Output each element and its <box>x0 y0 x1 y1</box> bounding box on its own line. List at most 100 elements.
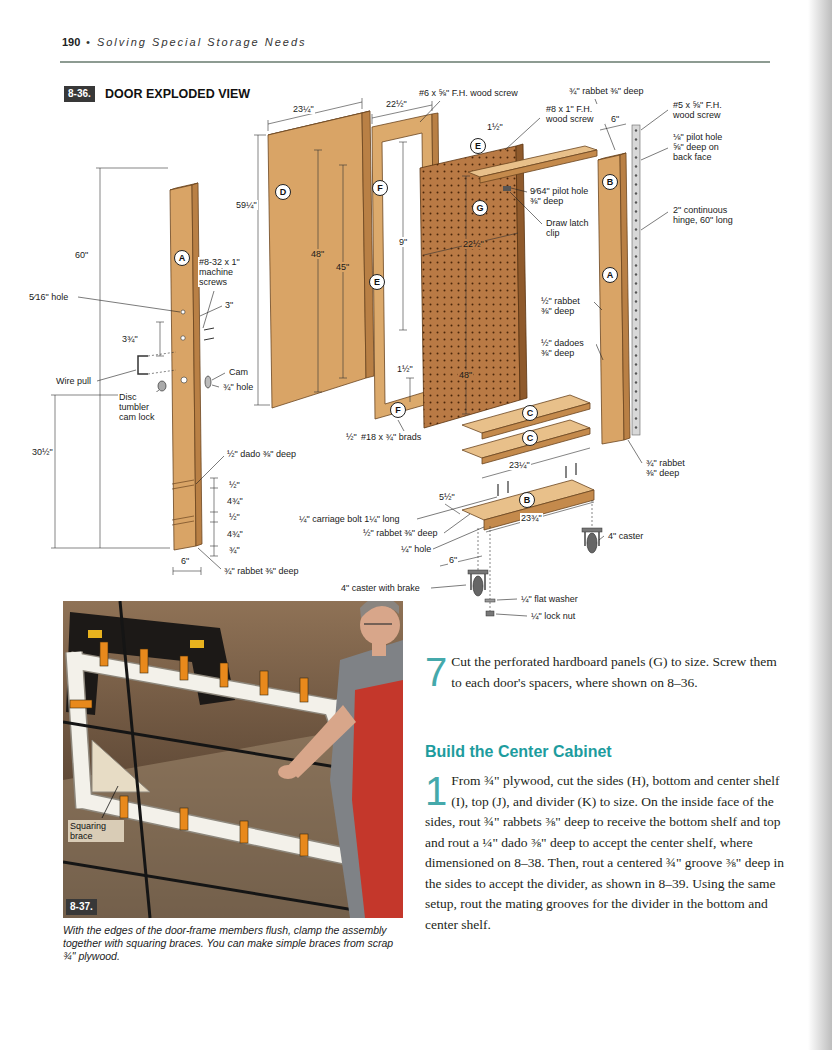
dimension-line <box>210 488 218 489</box>
left-stile <box>170 183 202 550</box>
draw-latch-clip <box>503 186 511 191</box>
dimension-line <box>399 330 407 331</box>
photo <box>63 601 403 918</box>
callout-text: A <box>179 253 186 263</box>
bottom-board <box>462 463 594 530</box>
part-callout: C <box>522 405 538 421</box>
caster <box>582 528 602 532</box>
lock-hardware <box>158 381 166 391</box>
leader-line <box>641 148 668 160</box>
dimension-line <box>96 548 170 549</box>
left-stile <box>172 485 194 489</box>
callout-label: 48" <box>458 370 473 380</box>
part-callout: D <box>275 184 291 200</box>
top-rail-piece <box>480 150 597 183</box>
callout-label: ½" <box>228 480 241 490</box>
leader-line <box>599 536 604 540</box>
callout-label: ¼" flat washer <box>520 594 579 604</box>
callout-label: Draw latch clip <box>545 218 592 238</box>
text-block: 1From ¾" plywood, cut the sides (H), bot… <box>425 771 787 935</box>
caster <box>486 611 494 616</box>
dimension-line <box>96 168 168 169</box>
lock-hardware <box>204 328 214 330</box>
step-number: 1 <box>425 772 447 810</box>
top-rail-piece <box>468 146 597 177</box>
dimension-line <box>362 98 363 109</box>
left-stile <box>181 310 185 314</box>
door-panel <box>268 113 366 408</box>
leader-line <box>198 548 221 569</box>
callout-label: 30½" <box>31 447 54 457</box>
leader-line <box>196 456 224 484</box>
caster <box>592 500 593 528</box>
callout-label: ½" rabbet ⅜" deep <box>540 296 592 316</box>
leader-line <box>97 370 136 381</box>
dimension-line <box>318 150 319 392</box>
dimension-line <box>173 571 201 572</box>
callout-text: F <box>395 405 401 415</box>
bottom-board <box>507 481 508 493</box>
dimension-line <box>406 378 414 379</box>
callout-label: 23¾" <box>520 513 543 523</box>
continuous-hinge <box>632 125 640 435</box>
dimension-line <box>51 548 96 549</box>
lock-hardware <box>148 370 176 374</box>
callout-label: 3¾" <box>121 334 139 344</box>
leader-line <box>641 212 668 230</box>
callout-text: E <box>475 141 481 151</box>
callout-label: #5 x ⅝" F.H. wood screw <box>672 100 744 120</box>
figure-number: 8-36. <box>64 86 95 102</box>
leader-line <box>78 99 668 616</box>
figure-caption: With the edges of the door-frame members… <box>63 924 403 963</box>
photo <box>300 678 308 702</box>
part-callout: G <box>472 200 488 216</box>
caster <box>587 533 597 553</box>
callout-label: Disc tumbler cam lock <box>118 392 164 422</box>
continuous-hinge <box>632 125 640 435</box>
leader-line <box>628 440 642 463</box>
photo <box>278 765 298 779</box>
callout-label: ¼" carriage bolt 1¼" long <box>298 514 400 524</box>
leader-line <box>212 385 219 387</box>
callout-label: 45" <box>335 262 350 272</box>
photo <box>300 834 308 856</box>
callout-text: G <box>476 203 483 213</box>
callout-label: 1½" <box>396 364 414 374</box>
dimension-line <box>462 414 470 415</box>
shelf-board <box>462 395 590 464</box>
dimension-line <box>600 124 626 130</box>
shelf-board <box>482 428 590 464</box>
callout-label: #8 x 1" F.H. wood screw <box>545 104 605 124</box>
caster <box>468 500 602 618</box>
right-stile <box>598 153 630 444</box>
lock-hardware <box>205 376 211 388</box>
top-rail-piece <box>468 146 597 191</box>
callout-label: 9" <box>398 237 408 247</box>
callout-label: Cam <box>228 367 249 377</box>
leader-line <box>78 297 180 312</box>
running-head: • Solving Special Storage Needs <box>86 36 307 49</box>
part-callout: B <box>519 492 535 508</box>
leader-line <box>200 306 222 316</box>
page-edge-shadow <box>808 0 832 1050</box>
part-callout: A <box>174 250 190 266</box>
caster <box>478 528 479 570</box>
dimension-line <box>462 176 470 177</box>
callout-label: ¾" <box>228 545 241 555</box>
part-callout: C <box>522 430 538 446</box>
caster <box>485 599 495 602</box>
callout-label: 23¼" <box>508 460 531 470</box>
lock-hardware <box>138 328 214 391</box>
leader-line <box>417 497 497 519</box>
leader-line <box>212 373 225 380</box>
left-stile <box>172 480 194 484</box>
leader-line <box>203 291 214 328</box>
dimension-line <box>482 448 590 478</box>
photo <box>70 700 92 708</box>
lock-hardware <box>138 356 148 374</box>
dimension-line <box>403 142 404 330</box>
callout-text: F <box>377 183 383 193</box>
photo <box>63 601 403 918</box>
caster <box>490 526 491 618</box>
callout-label: 1½" <box>486 122 504 132</box>
